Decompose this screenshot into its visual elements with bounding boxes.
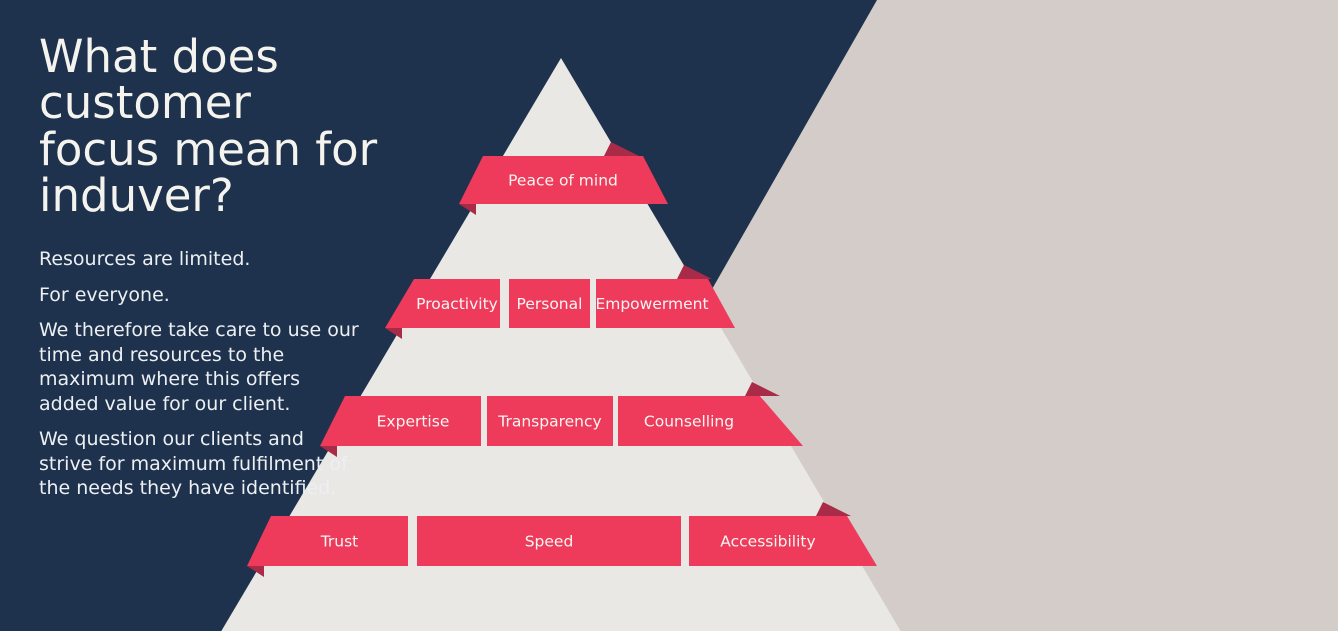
ribbon-segment <box>320 396 481 446</box>
ribbon-segment <box>385 279 500 328</box>
paragraph-everyone: For everyone. <box>39 283 170 306</box>
ribbon-label: Proactivity <box>416 295 498 313</box>
ribbon-level-3: Expertise Transparency Counselling <box>320 382 803 457</box>
ribbon-label: Trust <box>320 533 359 551</box>
ribbon-fold-left <box>247 566 264 577</box>
ribbon-label: Personal <box>517 295 583 313</box>
ribbon-segment <box>618 396 803 446</box>
ribbon-segment <box>596 279 735 328</box>
ribbon-label: Speed <box>525 533 574 551</box>
slide-title-line-1: What does customer <box>39 30 279 130</box>
ribbon-segment <box>487 396 613 446</box>
ribbon-fold-right <box>604 142 639 156</box>
ribbon-segment <box>417 516 681 566</box>
slide-title-line-3: induver? <box>39 169 234 223</box>
slide-title: What does customer focus mean for induve… <box>39 30 469 223</box>
ribbon-label: Expertise <box>377 413 450 431</box>
ribbon-level-1-top: Peace of mind <box>459 142 668 215</box>
ribbon-fold-right <box>745 382 780 396</box>
ribbon-label: Empowerment <box>595 295 708 313</box>
ribbon-fold-left <box>385 328 402 339</box>
ribbon-fold-right <box>816 502 851 516</box>
paragraph-question-clients: We question our clients and strive for m… <box>39 428 348 500</box>
ribbon-fold-right <box>677 265 712 279</box>
slide-body-copy: Resources are limited. For everyone. We … <box>39 247 361 501</box>
slide-title-line-2: focus mean for <box>39 122 378 176</box>
ribbon-segment <box>509 279 590 328</box>
slide-text-column: What does customer focus mean for induve… <box>39 30 469 512</box>
ribbon-label: Counselling <box>644 413 734 431</box>
ribbon-label: Accessibility <box>720 533 815 551</box>
ribbon-label: Transparency <box>497 413 601 431</box>
paragraph-time-resources: We therefore take care to use our time a… <box>39 319 359 415</box>
ribbon-level-2: Proactivity Personal Empowerment <box>385 265 735 339</box>
ribbon-fold-left <box>320 446 337 457</box>
ribbon-segment <box>247 516 408 566</box>
ribbon-segment <box>689 516 877 566</box>
paragraph-resources: Resources are limited. <box>39 248 251 271</box>
ribbon-label: Peace of mind <box>508 172 618 190</box>
ribbon-segment <box>459 156 668 204</box>
ribbon-fold-left <box>459 204 476 215</box>
pyramid-shape <box>221 58 901 631</box>
ribbon-level-4-base: Trust Speed Accessibility <box>247 502 877 577</box>
